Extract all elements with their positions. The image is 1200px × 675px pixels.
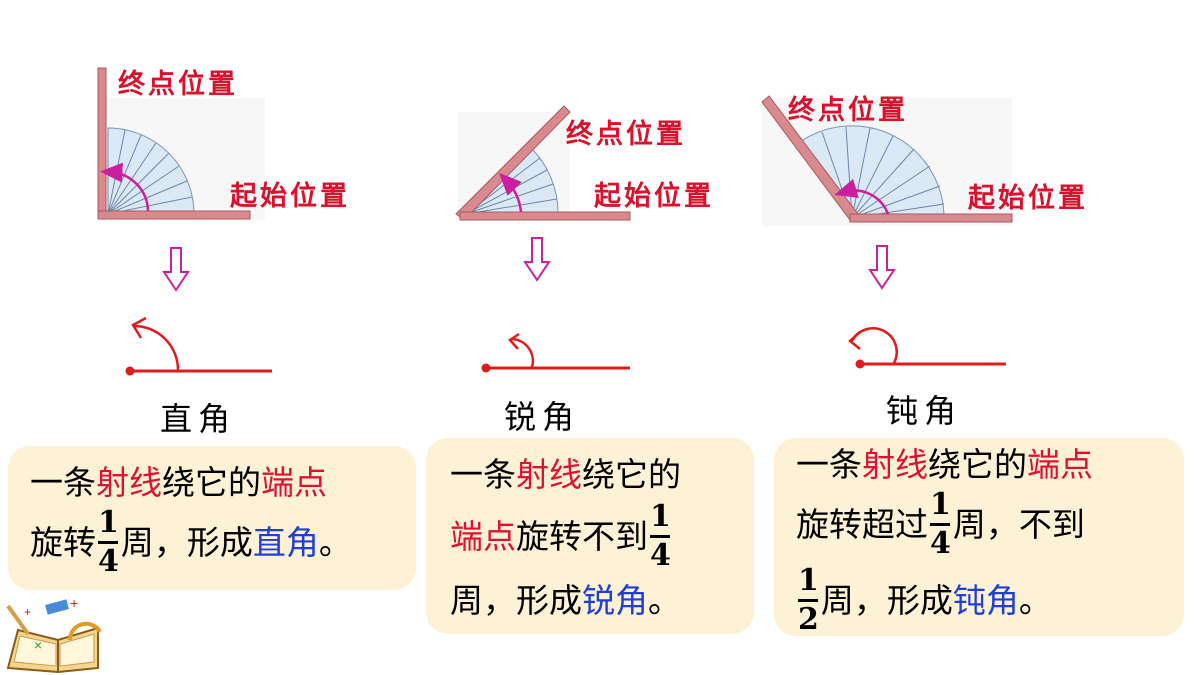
text: 旋转 xyxy=(30,522,96,562)
text: 。 xyxy=(318,522,352,562)
fraction-denominator: 4 xyxy=(650,538,671,573)
rotation-arrow-icon xyxy=(133,324,180,371)
end-position-label: 终点位置 xyxy=(118,69,238,100)
down-arrow-icon xyxy=(523,237,551,282)
card-line: 一条射线绕它的端点 xyxy=(796,444,1093,485)
angle-term: 钝角 xyxy=(952,580,1019,620)
ray-right-angle xyxy=(125,316,272,376)
ray-obtuse-angle xyxy=(848,327,1006,369)
end-position-label: 终点位置 xyxy=(788,95,908,126)
angle-name-acute: 锐角 xyxy=(504,398,581,436)
start-position-label: 起始位置 xyxy=(230,181,350,212)
text: 周，形成 xyxy=(820,580,953,620)
text: 一条 xyxy=(30,463,96,502)
text-red: 端点 xyxy=(1027,445,1093,484)
text-red: 射线 xyxy=(516,455,582,494)
angle-term: 锐角 xyxy=(582,581,648,620)
text: 周，形成 xyxy=(450,581,582,620)
stationery-book-icon: + × + xyxy=(6,595,102,674)
angle-name-obtuse: 钝角 xyxy=(886,392,963,430)
fraction-denominator: 4 xyxy=(930,526,951,561)
fraction-numerator: 1 xyxy=(650,499,671,534)
fan-acute-angle xyxy=(455,105,631,221)
fraction-numerator: 1 xyxy=(98,505,119,540)
text-red: 端点 xyxy=(450,516,516,556)
text: 绕它的 xyxy=(162,463,261,502)
fraction-numerator: 1 xyxy=(798,563,819,598)
card-line: 周，形成锐角。 xyxy=(450,580,681,621)
fraction-denominator: 2 xyxy=(798,602,819,637)
text: 绕它的 xyxy=(928,445,1027,484)
text-red: 射线 xyxy=(862,445,928,484)
text: 。 xyxy=(1018,580,1052,620)
fan-right-angle xyxy=(97,67,265,220)
ray-acute-angle xyxy=(481,332,630,373)
card-line: 一条射线绕它的端点 xyxy=(30,462,327,503)
text: 一条 xyxy=(796,445,862,484)
rotation-arrow-icon xyxy=(511,337,535,368)
text: 绕它的 xyxy=(582,455,681,494)
text: 。 xyxy=(648,581,681,620)
text-red: 端点 xyxy=(261,463,327,502)
angle-term: 直角 xyxy=(252,522,319,562)
svg-text:+: + xyxy=(24,605,31,619)
fraction-numerator: 1 xyxy=(930,487,951,522)
fan-obtuse-angle xyxy=(761,95,1013,226)
text: 周，形成 xyxy=(120,522,253,562)
card-line: 一条射线绕它的 xyxy=(450,454,681,495)
end-position-label: 终点位置 xyxy=(566,119,686,150)
svg-text:×: × xyxy=(34,637,42,653)
text: 周，不到 xyxy=(952,504,1085,544)
fraction-denominator: 4 xyxy=(98,544,119,579)
text: 旋转不到 xyxy=(516,516,648,556)
text-red: 射线 xyxy=(96,463,162,502)
down-arrow-icon xyxy=(868,245,896,290)
start-position-label: 起始位置 xyxy=(968,183,1088,214)
text: 旋转超过 xyxy=(796,504,928,544)
svg-text:+: + xyxy=(70,595,78,611)
text: 一条 xyxy=(450,455,516,494)
angle-name-right: 直角 xyxy=(160,400,237,438)
down-arrow-icon xyxy=(162,247,190,292)
start-position-label: 起始位置 xyxy=(594,181,714,212)
